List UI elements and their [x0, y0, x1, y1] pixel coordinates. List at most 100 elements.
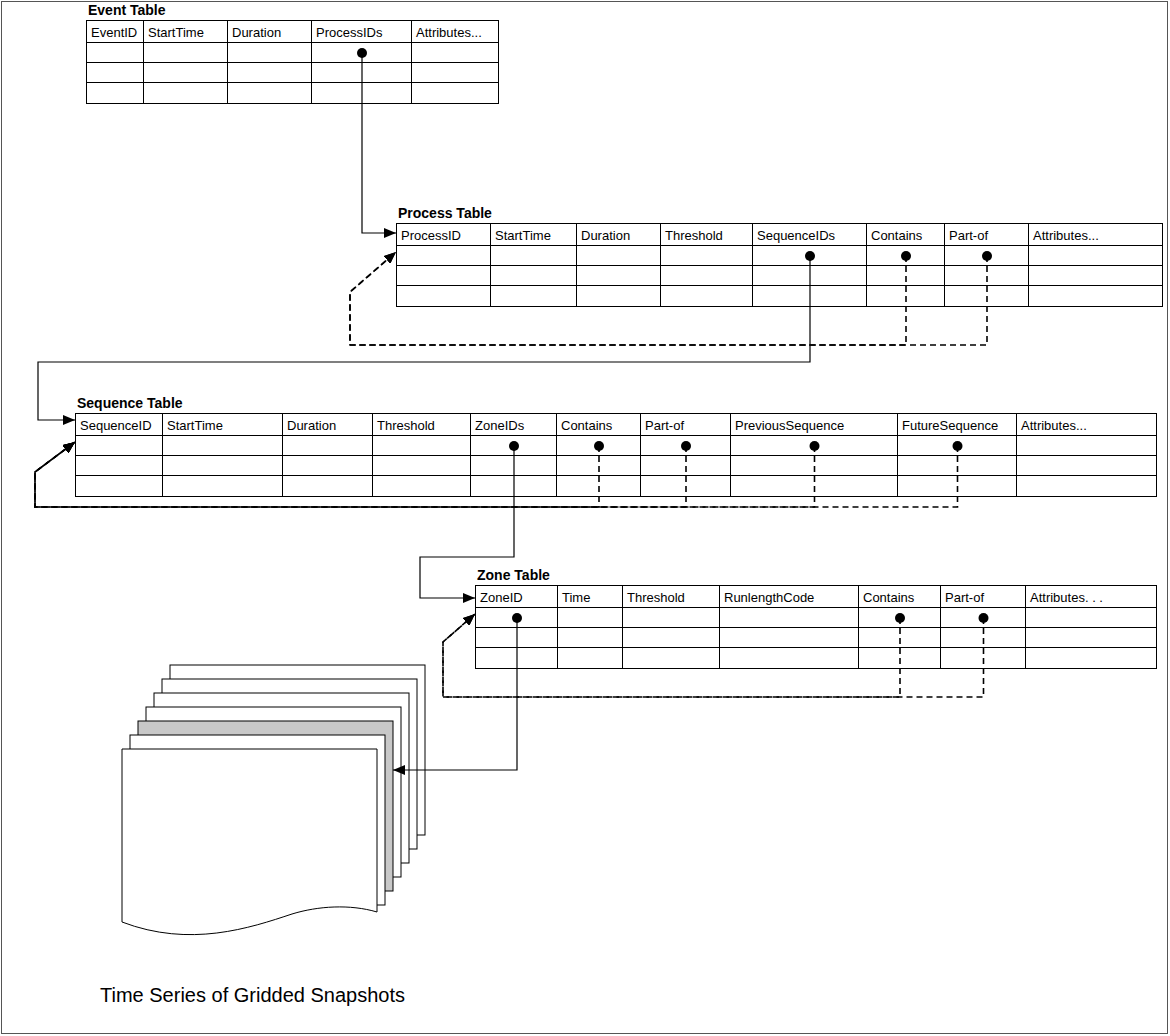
table-title: Sequence Table	[77, 395, 183, 412]
empty-row	[898, 436, 1016, 456]
empty-row	[163, 436, 282, 456]
column-name: Contains	[871, 225, 922, 246]
empty-row	[941, 628, 1025, 648]
empty-row	[471, 476, 556, 496]
table-column: Attributes...	[1017, 414, 1156, 496]
column-name: Part-of	[949, 225, 988, 246]
pointer-dot	[979, 613, 989, 623]
pointer-dot	[810, 441, 820, 451]
table-column: RunlengthCode	[720, 586, 859, 668]
empty-row	[312, 43, 411, 63]
empty-row	[661, 286, 752, 306]
empty-row	[76, 476, 162, 496]
pointer-dot	[953, 441, 963, 451]
empty-row	[753, 266, 866, 286]
pointer-dot	[681, 441, 691, 451]
column-name: RunlengthCode	[724, 587, 814, 608]
table-title: Zone Table	[477, 567, 550, 584]
column-name: StartTime	[495, 225, 551, 246]
header-cell: RunlengthCode	[720, 586, 858, 608]
empty-row	[941, 608, 1025, 628]
pointer-dot	[357, 48, 367, 58]
header-cell: Threshold	[623, 586, 719, 608]
empty-row	[228, 43, 311, 63]
header-cell: ZoneID	[476, 586, 557, 608]
empty-row	[491, 246, 576, 266]
empty-row	[373, 476, 470, 496]
empty-row	[312, 83, 411, 103]
snapshot-stack: Time Series of Gridded Snapshots	[138, 721, 393, 891]
column-name: PreviousSequence	[735, 415, 844, 436]
empty-row	[898, 476, 1016, 496]
table-column: Threshold	[373, 414, 471, 496]
column-name: SequenceIDs	[757, 225, 835, 246]
column-name: EventID	[91, 22, 137, 43]
column-name: Attributes...	[1033, 225, 1099, 246]
header-cell: StartTime	[163, 414, 282, 436]
column-name: Contains	[863, 587, 914, 608]
empty-row	[1029, 246, 1162, 266]
empty-row	[87, 43, 143, 63]
empty-row	[228, 83, 311, 103]
empty-row	[87, 63, 143, 83]
table-column: Part-of	[941, 586, 1026, 668]
header-cell: Attributes...	[1029, 224, 1162, 246]
empty-row	[412, 43, 498, 63]
reference-arrow	[38, 256, 810, 420]
table-column: StartTime	[491, 224, 577, 306]
empty-row	[163, 476, 282, 496]
empty-row	[476, 608, 557, 628]
header-cell: Threshold	[373, 414, 470, 436]
empty-row	[753, 286, 866, 306]
empty-row	[720, 608, 858, 628]
table-column: StartTime	[163, 414, 283, 496]
empty-row	[76, 456, 162, 476]
pointer-dot	[594, 441, 604, 451]
table-column: Duration	[228, 21, 312, 103]
table-column: Duration	[577, 224, 661, 306]
header-cell: PreviousSequence	[731, 414, 897, 436]
empty-row	[623, 648, 719, 668]
table-column: Part-of	[641, 414, 731, 496]
empty-row	[228, 63, 311, 83]
empty-row	[867, 286, 944, 306]
table-box: ZoneIDTime ThresholdRunlengthCode Contains…	[475, 585, 1157, 669]
empty-row	[491, 286, 576, 306]
table-column: PreviousSequence	[731, 414, 898, 496]
empty-row	[941, 648, 1025, 668]
empty-row	[412, 83, 498, 103]
empty-row	[557, 456, 640, 476]
header-cell: Duration	[283, 414, 372, 436]
empty-row	[867, 266, 944, 286]
header-cell: Part-of	[945, 224, 1028, 246]
column-name: Part-of	[945, 587, 984, 608]
header-cell: Contains	[859, 586, 940, 608]
empty-row	[859, 648, 940, 668]
self-reference-arrow	[443, 614, 984, 697]
column-name: Time	[562, 587, 590, 608]
table-column: SequenceIDs	[753, 224, 867, 306]
empty-row	[577, 246, 660, 266]
empty-row	[87, 83, 143, 103]
header-cell: StartTime	[144, 21, 227, 43]
column-name: FutureSequence	[902, 415, 998, 436]
empty-row	[859, 608, 940, 628]
empty-row	[412, 63, 498, 83]
empty-row	[641, 476, 730, 496]
column-name: Part-of	[645, 415, 684, 436]
column-name: StartTime	[167, 415, 223, 436]
table-column: ZoneID	[476, 586, 558, 668]
empty-row	[76, 436, 162, 456]
self-reference-arrow	[350, 252, 987, 345]
empty-row	[283, 436, 372, 456]
empty-row	[577, 286, 660, 306]
column-name: ProcessID	[401, 225, 461, 246]
table-title: Event Table	[88, 2, 166, 19]
table-title: Process Table	[398, 205, 492, 222]
column-name: Attributes. . .	[1030, 587, 1103, 608]
self-reference-arrow	[35, 442, 686, 507]
empty-row	[577, 266, 660, 286]
